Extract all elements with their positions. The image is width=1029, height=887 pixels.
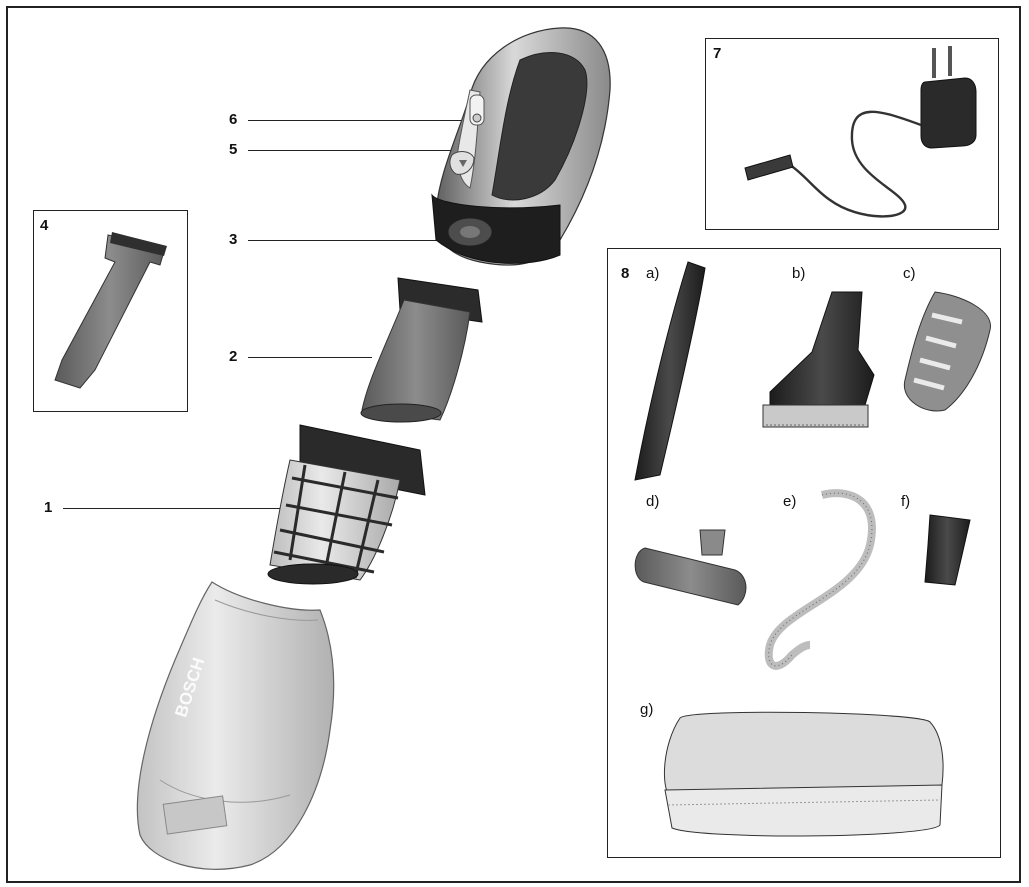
callout-4: 4 [40,217,49,234]
crevice-tool [634,261,706,481]
leader-line-3 [248,240,456,241]
charger [744,46,977,218]
adapter [924,514,971,586]
accessory-label-e: e) [783,493,797,510]
callout-8: 8 [621,265,630,282]
motor-unit [431,27,611,266]
leader-line-1 [63,508,287,509]
leader-line-2 [248,357,372,358]
callout-3: 3 [229,231,238,248]
box-part-8 [607,248,1001,858]
accessory-label-f: f) [901,493,911,510]
main-filter [267,424,426,585]
box-part-7 [705,38,999,230]
spare-filter [903,291,991,412]
flexible-hose [764,489,876,670]
callout-5: 5 [229,141,238,158]
callout-1: 1 [44,499,53,516]
accessory-label-c: c) [903,265,916,282]
part-4-nozzle [54,232,167,389]
callout-2: 2 [229,348,238,365]
accessory-label-d: d) [646,493,660,510]
accessory-label-g: g) [640,701,654,718]
pre-filter [360,277,483,423]
turbo-brush [634,529,747,606]
mattress-nozzle [663,711,944,837]
accessory-label-b: b) [792,265,806,282]
callout-6: 6 [229,111,238,128]
upholstery-brush [762,291,875,428]
callout-7: 7 [713,45,722,62]
dust-container: BOSCH [136,581,335,870]
accessory-label-a: a) [646,265,660,282]
leader-line-5 [248,150,454,151]
figure-frame [6,6,1021,883]
box-part-4 [33,210,188,412]
leader-line-6 [248,120,470,121]
